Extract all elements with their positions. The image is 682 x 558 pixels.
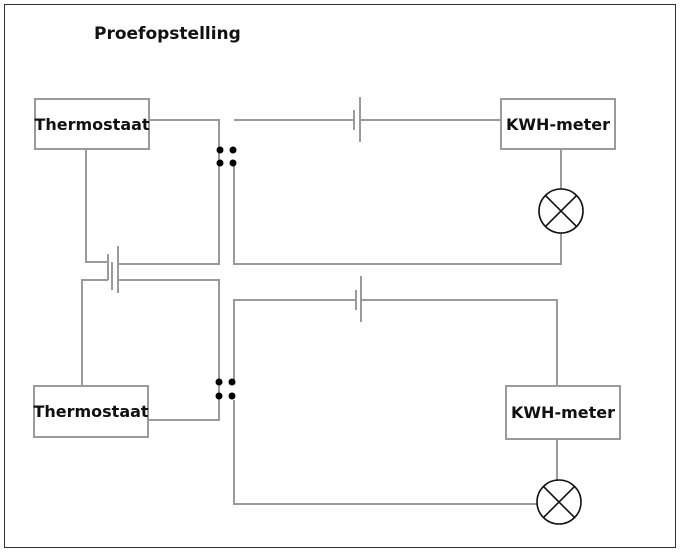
wire-relay-to-right xyxy=(118,279,220,421)
switch-contact-icon xyxy=(216,146,237,167)
wire-thermo-bottom-up xyxy=(81,279,108,385)
wire-lamp-bottom-return xyxy=(233,400,537,505)
wire-lamp-to-return-top xyxy=(233,163,562,265)
diagram-frame xyxy=(4,4,676,548)
switch-contact-icon xyxy=(215,378,236,400)
thermostat-label: Thermostaat xyxy=(33,402,149,421)
wire-thermo-top-to-contact xyxy=(118,119,220,265)
lamp-icon xyxy=(538,188,584,234)
battery-icon xyxy=(355,276,362,322)
kwh-meter-label: KWH-meter xyxy=(511,403,615,422)
wire-thermo-top-down xyxy=(85,150,108,263)
diagram-title: Proefopstelling xyxy=(94,24,241,44)
thermostat-box-lower: Thermostaat xyxy=(33,385,149,438)
thermostat-box-upper: Thermostaat xyxy=(34,98,150,150)
kwh-meter-label: KWH-meter xyxy=(506,114,610,134)
battery-icon xyxy=(353,97,361,142)
relay-contact-icon xyxy=(107,246,119,293)
kwh-meter-box-lower: KWH-meter xyxy=(505,385,621,440)
wire-contact-bottom-to-battery xyxy=(233,299,356,380)
kwh-meter-box-upper: KWH-meter xyxy=(500,98,616,150)
wire-battery-bottom-to-kwh xyxy=(361,299,558,385)
thermostat-label: Thermostaat xyxy=(34,114,150,134)
lamp-icon xyxy=(536,479,582,525)
